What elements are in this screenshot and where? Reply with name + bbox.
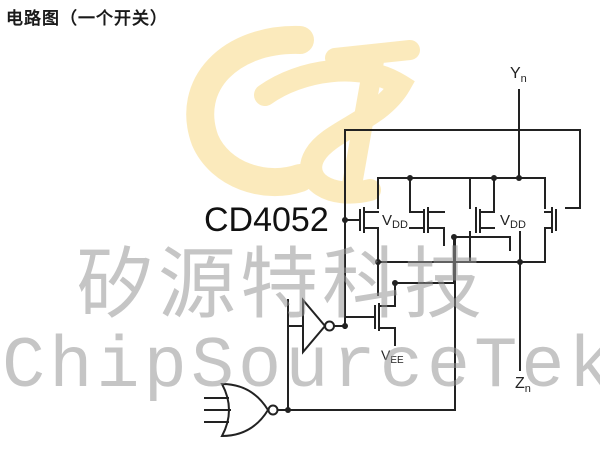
left-switch-pair <box>344 177 471 263</box>
watermark-english: ChipSourceTek <box>2 326 600 408</box>
zn-label: Zn <box>515 375 531 395</box>
bias-transistor <box>344 294 396 346</box>
nor-gate <box>204 236 456 438</box>
junction-dots <box>285 175 523 413</box>
vee-label: VEE <box>381 347 404 366</box>
vdd-label-right: VDD <box>500 212 526 231</box>
watermark-chinese: 矽源特科技 <box>76 240 487 330</box>
yn-label: Yn <box>510 65 527 85</box>
chip-label: CD4052 <box>204 201 329 239</box>
vdd-label-left: VDD <box>382 212 408 231</box>
top-rail <box>344 129 581 329</box>
inverter-bubble <box>324 320 335 332</box>
page-title: 电路图（一个开关） <box>6 9 168 29</box>
nor-bubble <box>267 404 279 416</box>
